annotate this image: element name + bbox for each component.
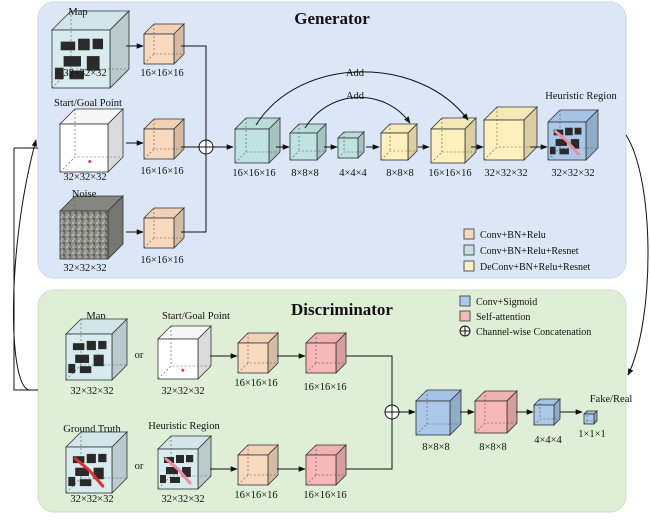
disc-output-dim: 1×1×1	[578, 429, 606, 440]
generator-concat-circle-icon	[198, 139, 214, 155]
concat-circle-icon	[459, 325, 471, 337]
generator-start-goal-dim: 32×32×32	[63, 172, 106, 183]
disc-map-label: Map	[86, 311, 105, 322]
generator-block-5-dim: 16×16×16	[428, 168, 471, 179]
generator-start-goal-conv-block	[143, 118, 185, 160]
disc-concat-circle-icon	[384, 404, 400, 420]
disc-bottom-attention-block	[305, 444, 347, 486]
generator-panel	[37, 1, 627, 279]
generator-noise-cube	[59, 195, 124, 260]
disc-top-conv-dim: 16×16×16	[234, 378, 277, 389]
deconv-bn-relu-resnet-swatch	[463, 260, 475, 272]
disc-mid-block-3-dim: 4×4×4	[534, 435, 562, 446]
generator-noise-conv-dim: 16×16×16	[140, 255, 183, 266]
disc-bottom-conv-dim: 16×16×16	[234, 490, 277, 501]
add-label-outer: Add	[346, 68, 365, 79]
conv-bn-relu-resnet-swatch	[463, 244, 475, 256]
conv-sigmoid-swatch	[459, 295, 471, 307]
generator-block-1-dim: 16×16×16	[232, 168, 275, 179]
generator-map-cube	[51, 10, 130, 89]
disc-ground-truth-label: Ground Truth	[63, 424, 121, 435]
disc-ground-truth-cube	[65, 431, 128, 494]
disc-ground-truth-dim: 32×32×32	[70, 494, 113, 505]
generator-map-conv-dim: 16×16×16	[140, 68, 183, 79]
generator-legend: Conv+BN+Relu Conv+BN+Relu+Resnet DeConv+…	[463, 228, 590, 273]
disc-mid-block-1	[415, 389, 462, 436]
skip-connection-outer	[255, 71, 469, 126]
generator-noise-dim: 32×32×32	[63, 263, 106, 274]
legend-concatenation: Channel-wise Concatenation	[476, 327, 591, 338]
legend-conv-bn-relu: Conv+BN+Relu	[480, 230, 546, 241]
disc-top-attention-block	[305, 332, 347, 374]
disc-map-dim: 32×32×32	[70, 386, 113, 397]
legend-conv-bn-relu-resnet: Conv+BN+Relu+Resnet	[480, 246, 579, 257]
discriminator-legend: Conv+Sigmoid Self-attention Channel-wise…	[459, 295, 591, 338]
skip-connection-inner	[304, 96, 411, 129]
disc-start-goal-cube	[157, 325, 212, 380]
disc-top-attention-dim: 16×16×16	[303, 382, 346, 393]
generator-block-4	[380, 123, 418, 161]
or-label-top: or	[135, 350, 144, 361]
legend-conv-sigmoid: Conv+Sigmoid	[476, 297, 537, 308]
generator-start-goal-cube	[59, 108, 124, 173]
generator-start-goal-label: Start/Goal Point	[54, 98, 122, 109]
disc-start-goal-label: Start/Goal Point	[162, 311, 230, 322]
disc-output-block	[583, 410, 598, 425]
generator-block-1	[234, 117, 281, 164]
generator-block-3	[337, 131, 365, 159]
disc-heuristic-region-cube	[157, 435, 212, 490]
generator-block-6	[483, 106, 538, 161]
disc-heuristic-dim: 32×32×32	[161, 494, 204, 505]
disc-mid-block-2	[474, 390, 518, 434]
generator-start-goal-conv-dim: 16×16×16	[140, 166, 183, 177]
feedback-arrow-right	[625, 134, 649, 376]
conv-bn-relu-swatch	[463, 228, 475, 240]
generator-noise-label: Noise	[72, 189, 97, 200]
generator-title: Generator	[294, 9, 370, 28]
add-label-inner: Add	[346, 91, 365, 102]
disc-heuristic-label: Heuristic Region	[148, 421, 220, 432]
generator-map-conv-block	[143, 23, 185, 65]
fake-real-label: Fake/Real	[590, 394, 633, 405]
generator-block-5	[430, 117, 477, 164]
generator-block-2	[289, 123, 327, 161]
generator-output-dim: 32×32×32	[551, 168, 594, 179]
disc-mid-block-2-dim: 8×8×8	[479, 442, 507, 453]
disc-mid-block-1-dim: 8×8×8	[422, 442, 450, 453]
disc-map-cube	[65, 318, 128, 381]
generator-block-6-dim: 32×32×32	[484, 168, 527, 179]
discriminator-title: Discriminator	[291, 300, 393, 319]
generator-block-2-dim: 8×8×8	[291, 168, 319, 179]
disc-bottom-attention-dim: 16×16×16	[303, 490, 346, 501]
generator-map-dim: 32×32×32	[63, 68, 106, 79]
generator-heuristic-label: Heuristic Region	[545, 91, 617, 102]
disc-mid-block-3	[533, 398, 561, 426]
generator-block-4-dim: 8×8×8	[386, 168, 414, 179]
legend-self-attention: Self-attention	[476, 312, 530, 323]
disc-top-conv-block	[237, 332, 279, 374]
generator-noise-conv-block	[143, 207, 185, 249]
disc-bottom-conv-block	[237, 444, 279, 486]
legend-deconv-bn-relu-resnet: DeConv+BN+Relu+Resnet	[480, 262, 590, 273]
generator-block-3-dim: 4×4×4	[339, 168, 367, 179]
generator-heuristic-region-cube	[547, 109, 599, 161]
generator-map-label: Map	[68, 7, 87, 18]
self-attention-swatch	[459, 310, 471, 322]
disc-start-goal-dim: 32×32×32	[161, 386, 204, 397]
or-label-bottom: or	[135, 461, 144, 472]
feedback-arrow-left	[12, 139, 38, 391]
